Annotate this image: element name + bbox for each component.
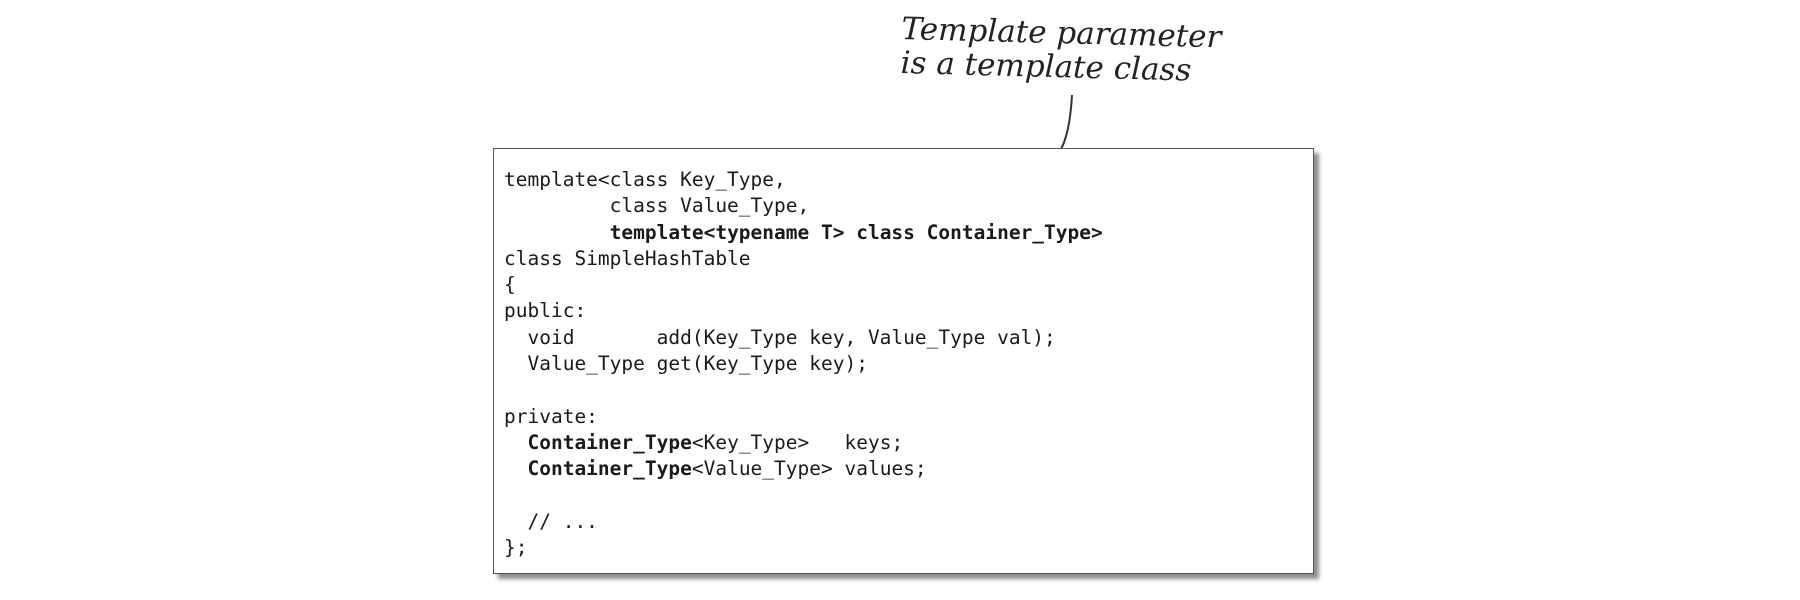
template-template-parameter: template<typename T> class Container_Typ… (609, 220, 1103, 244)
code-line-3-indent (504, 221, 610, 244)
callout-annotation: Template parameter is a template class (900, 11, 1222, 89)
container-type-keys: Container_Type (527, 430, 692, 454)
code-line-13 (504, 483, 1103, 509)
code-line-5: { (504, 273, 516, 297)
code-box: template<class Key_Type, class Value_Typ… (493, 148, 1314, 574)
code-line-12-indent (504, 457, 527, 480)
code-line-7: void add(Key_Type key, Value_Type val); (504, 325, 1056, 349)
code-line-4: class SimpleHashTable (504, 246, 751, 270)
code-line-9 (504, 377, 1103, 403)
code-line-11-indent (504, 431, 527, 454)
container-type-values: Container_Type (527, 457, 692, 481)
callout-line-2: is a template class (900, 44, 1192, 89)
code-line-1: template<class Key_Type, (504, 168, 786, 191)
code-line-15: }; (504, 536, 528, 560)
code-line-14: // ... (504, 509, 598, 533)
code-line-11: Container_Type<Key_Type> keys; (504, 430, 1103, 456)
code-line-6: public: (504, 299, 587, 323)
code-line-12-rest: <Value_Type> values; (691, 457, 927, 481)
code-line-12: Container_Type<Value_Type> values; (504, 456, 1103, 482)
code-listing: template<class Key_Type, class Value_Typ… (504, 167, 1103, 561)
code-line-11-rest: <Key_Type> keys; (691, 430, 904, 454)
code-line-2: class Value_Type, (504, 194, 810, 218)
code-line-3: template<typename T> class Container_Typ… (504, 220, 1103, 246)
code-line-8: Value_Type get(Key_Type key); (504, 352, 868, 376)
code-line-10: private: (504, 404, 598, 428)
